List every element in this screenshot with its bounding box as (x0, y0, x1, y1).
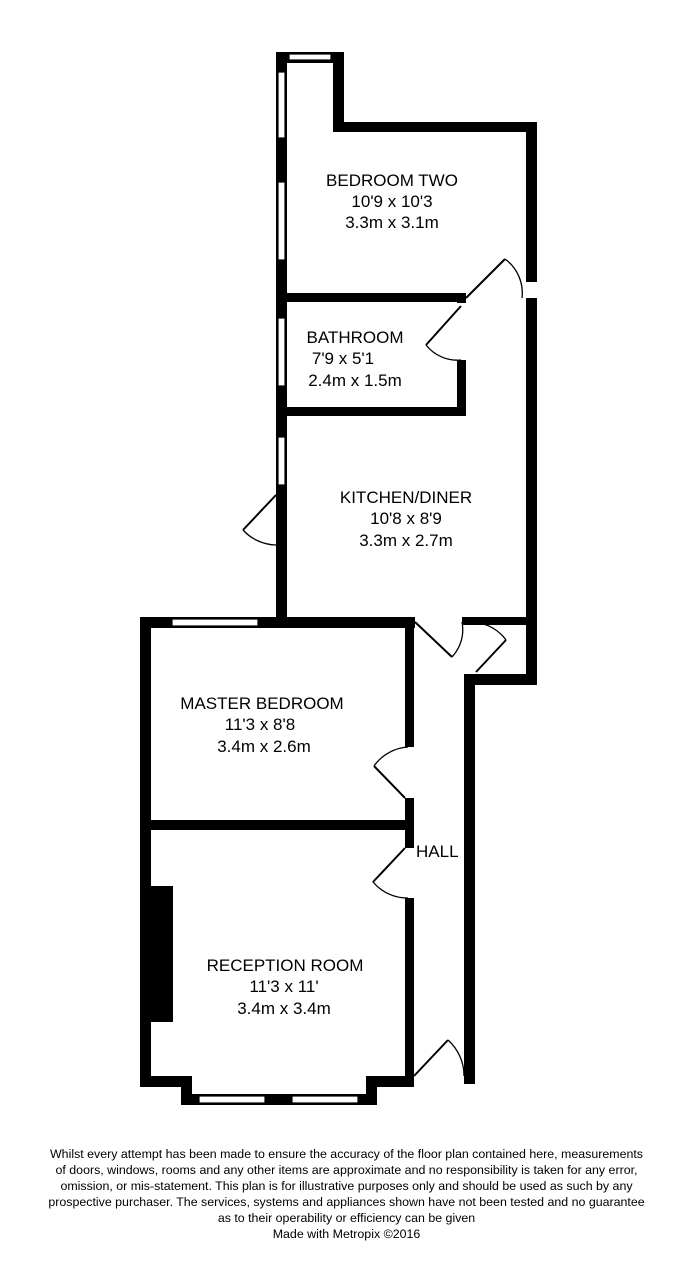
door-cupboard (467, 621, 507, 673)
wall-right-lower (526, 298, 537, 685)
room-imperial: 10'9 x 10'3 (351, 192, 432, 211)
room-name: MASTER BEDROOM (180, 694, 343, 713)
wall-hall-right (464, 674, 475, 1084)
disclaimer-line: of doors, windows, rooms and any other i… (55, 1163, 638, 1177)
wall-hall-top-right (464, 674, 537, 685)
disclaimer-line: prospective purchaser. The services, sys… (48, 1195, 645, 1209)
wall-bathroom-stub (457, 293, 466, 303)
wall-notch (333, 52, 344, 132)
room-name: BEDROOM TWO (326, 171, 458, 190)
floor-plan: BEDROOM TWO 10'9 x 10'3 3.3m x 3.1m BATH… (140, 52, 537, 1105)
window-bedroom-two-side-upper (277, 71, 286, 139)
wall-bathroom-right (457, 360, 466, 416)
door-master-bedroom (373, 746, 409, 799)
wall-master-left (140, 617, 151, 1087)
chimney-breast (151, 886, 173, 1022)
disclaimer-line: omission, or mis-statement. This plan is… (60, 1179, 633, 1193)
disclaimer-line: Whilst every attempt has been made to en… (49, 1147, 643, 1161)
room-hall-label: HALL (416, 842, 459, 861)
door-bathroom (425, 305, 462, 361)
room-bedroom-two-label: BEDROOM TWO 10'9 x 10'3 3.3m x 3.1m (326, 171, 458, 232)
metropix-credit: Made with Metropix ©2016 (272, 1227, 421, 1241)
door-reception (372, 847, 409, 899)
room-name: RECEPTION ROOM (207, 956, 364, 975)
room-metric: 3.3m x 3.1m (345, 213, 439, 232)
wall-bedroom-two-bottom (276, 293, 466, 302)
wall-bathroom-bottom (276, 407, 466, 416)
window-kitchen (277, 436, 286, 486)
wall-reception-bottom-left (140, 1076, 192, 1087)
room-reception-room-label: RECEPTION ROOM 11'3 x 11' 3.4m x 3.4m (207, 956, 364, 1018)
room-metric: 3.4m x 3.4m (237, 999, 331, 1018)
disclaimer-line: as to their operability or efficiency ca… (217, 1211, 476, 1225)
room-name: BATHROOM (307, 328, 404, 347)
wall-bay-bottom (181, 1094, 377, 1105)
window-reception-right (291, 1095, 359, 1104)
disclaimer: Whilst every attempt has been made to en… (0, 1146, 693, 1242)
window-bedroom-two-top (288, 53, 332, 61)
window-bedroom-two-side-lower (277, 181, 286, 261)
room-imperial: 10'8 x 8'9 (370, 509, 442, 528)
room-name: KITCHEN/DINER (340, 488, 472, 507)
doors (242, 258, 523, 1077)
window-bathroom (277, 317, 286, 387)
door-front (413, 1039, 465, 1077)
room-bathroom-label: BATHROOM 7'9 x 5'1 2.4m x 1.5m (307, 328, 404, 390)
window-reception-left (198, 1095, 266, 1104)
wall-master-bottom (140, 820, 414, 830)
wall-master-right-lower (405, 798, 414, 828)
wall-bay-right (366, 1076, 377, 1105)
room-metric: 3.3m x 2.7m (359, 531, 453, 550)
room-metric: 2.4m x 1.5m (308, 371, 402, 390)
wall-top-right (333, 122, 537, 132)
wall-bay-left (181, 1076, 192, 1105)
room-master-bedroom-label: MASTER BEDROOM 11'3 x 8'8 3.4m x 2.6m (180, 694, 343, 756)
room-kitchen-diner-label: KITCHEN/DINER 10'8 x 8'9 3.3m x 2.7m (340, 488, 472, 550)
door-bedroom-two (465, 258, 523, 299)
room-imperial: 11'3 x 11' (249, 977, 318, 996)
room-imperial: 7'9 x 5'1 (312, 349, 374, 368)
wall-reception-right-upper (405, 820, 414, 848)
wall-kitchen-bottom-right (462, 617, 537, 625)
wall-right-upper (526, 122, 537, 282)
door-kitchen-hall (414, 621, 464, 658)
walls (140, 52, 537, 1105)
door-kitchen-side (242, 494, 277, 546)
wall-reception-right-lower (405, 898, 414, 1086)
wall-reception-bottom-right (366, 1076, 414, 1087)
room-imperial: 11'3 x 8'8 (225, 715, 295, 734)
room-metric: 3.4m x 2.6m (217, 737, 311, 756)
wall-kitchen-bottom-left (140, 617, 415, 628)
window-master-bedroom (171, 618, 259, 627)
windows (171, 53, 359, 1104)
wall-master-right-upper (405, 617, 414, 747)
